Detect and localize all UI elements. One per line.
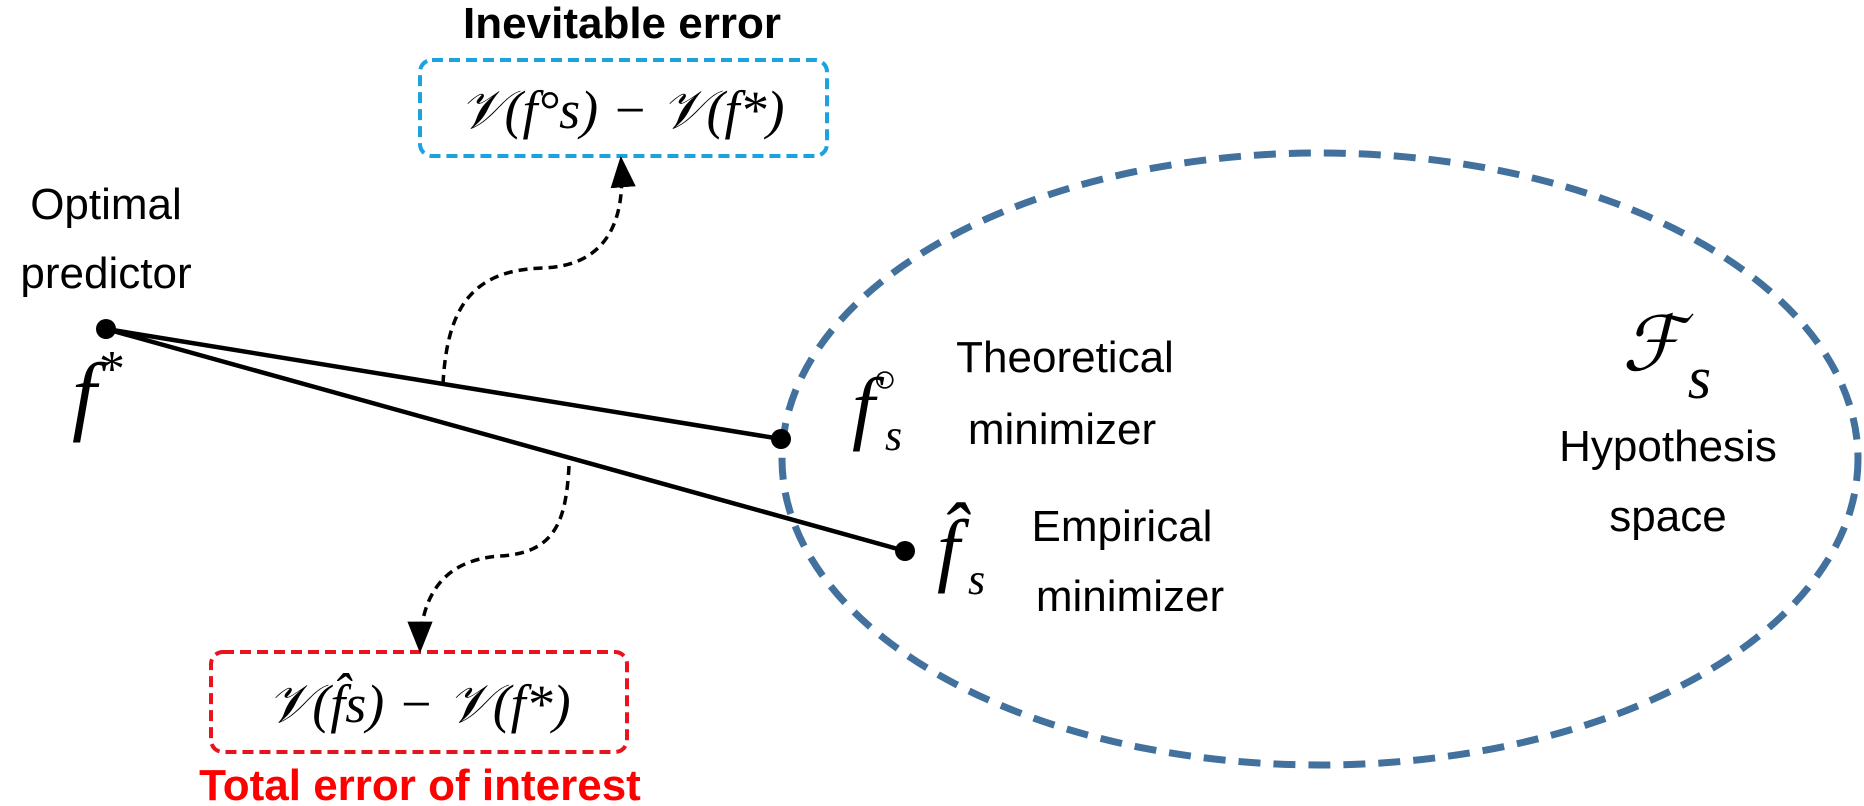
hypothesis-space-label-line1: Hypothesis	[1559, 422, 1777, 471]
total-error-formula: 𝒱(f̂s) − 𝒱(f*)	[267, 672, 570, 734]
inevitable-error-arrow	[441, 155, 636, 385]
inevitable-error-formula: 𝒱(f°s) − 𝒱(f*)	[460, 80, 785, 140]
empirical-minimizer-label-line2: minimizer	[1036, 572, 1224, 621]
inevitable-error-label: Inevitable error	[463, 0, 781, 48]
optimal-predictor-point	[96, 319, 116, 339]
empirical-minimizer-point	[895, 541, 915, 561]
hypothesis-space-label-line2: space	[1609, 492, 1726, 541]
theoretical-minimizer-point	[771, 429, 791, 449]
theoretical-minimizer-symbol: f○s	[852, 356, 902, 460]
empirical-minimizer-label-line1: Empirical	[1032, 502, 1213, 551]
empirical-minimizer-symbol: f̂s	[937, 501, 985, 604]
line-to-empirical-minimizer	[105, 326, 906, 554]
optimal-predictor-label-line1: Optimal	[30, 180, 182, 229]
theoretical-minimizer-label-line2: minimizer	[968, 405, 1156, 454]
total-error-label: Total error of interest	[199, 761, 641, 806]
total-error-arrow	[407, 465, 571, 654]
optimal-predictor-symbol: f*	[72, 341, 122, 444]
optimal-predictor-label-line2: predictor	[20, 249, 191, 298]
theoretical-minimizer-label-line1: Theoretical	[956, 333, 1174, 382]
hypothesis-space-ellipse	[778, 149, 1862, 769]
